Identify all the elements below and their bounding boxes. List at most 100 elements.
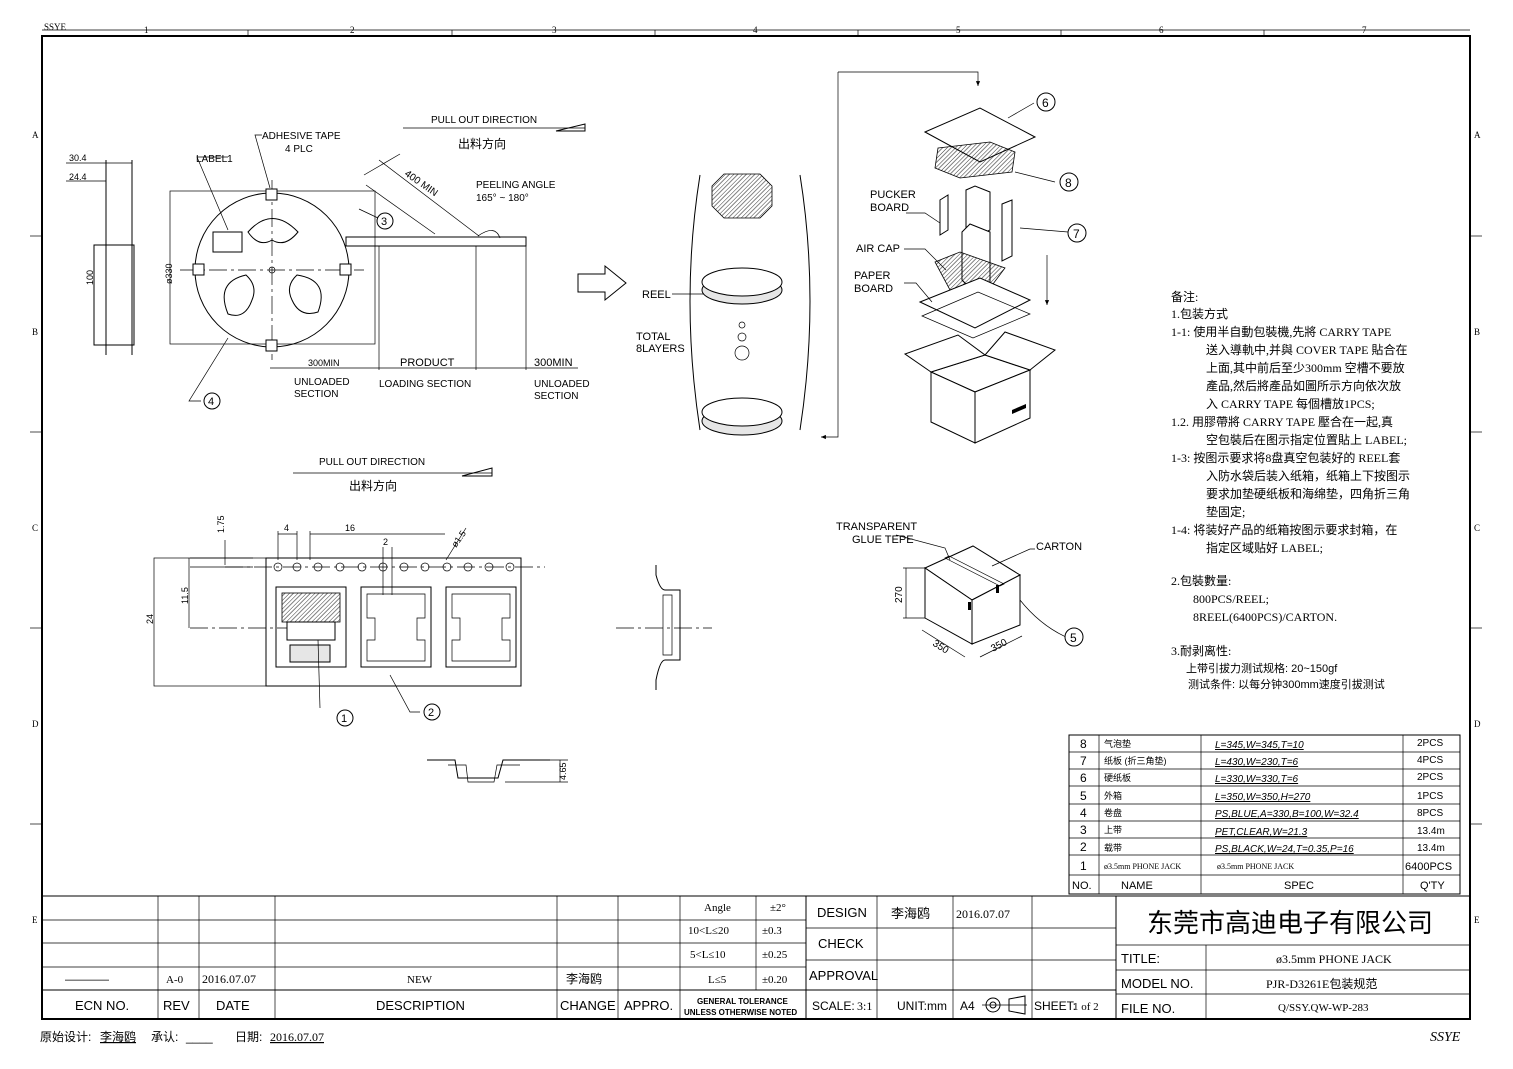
bom-qty: 6400PCS (1405, 861, 1452, 873)
bom-row-3: 3 上带 PET,CLEAR,W=21.3 13.4m (1080, 823, 1445, 838)
note-1-3-c: 要求加垫硬纸板和海绵垫，四角折三角 (1206, 486, 1410, 501)
notes-pack-title: 1.包装方式 (1171, 306, 1228, 321)
header-rev: REV (163, 998, 190, 1013)
carton-exploded-view (821, 71, 1069, 444)
note-1-1-c: 上面,其中前后至少300mm 空槽不要放 (1206, 360, 1405, 375)
file-value: Q/SSY.QW-WP-283 (1278, 1002, 1369, 1014)
general-tolerance-1: GENERAL TOLERANCE (697, 997, 788, 1006)
balloon-3: 3 (376, 212, 394, 230)
bom-name: 上带 (1104, 825, 1122, 835)
bom-table (1068, 734, 1461, 895)
section-unloaded-left-2: SECTION (294, 389, 338, 400)
sheet-label: SHEET: (1034, 999, 1076, 1013)
peeling-angle-range: 165° ~ 180° (476, 193, 529, 204)
adhesive-tape-label: ADHESIVE TAPE (262, 131, 341, 142)
general-tolerance-2: UNLESS OTHERWISE NOTED (684, 1008, 797, 1017)
zone-marker-4: 4 (753, 25, 758, 35)
zone-marker-d-left: D (32, 719, 39, 729)
bom-qty: 13.4m (1417, 826, 1445, 837)
dim-30-4: 30.4 (69, 153, 87, 163)
tape-side-profile (655, 565, 681, 690)
tape-pocket-1 (275, 586, 347, 668)
balloon-4-text: 4 (208, 396, 214, 408)
note-1-2-a: 1.2. 用膠帶將 CARRY TAPE 壓合在一起,真 (1171, 414, 1393, 429)
note-1-3-b: 入防水袋后装入纸箱，纸箱上下按图示 (1206, 468, 1410, 483)
bom-row-7: 7 纸板 (折三角垫) L=430,W=230,T=6 4PCS (1080, 754, 1443, 768)
section-product: PRODUCT (400, 357, 455, 369)
title-label: TITLE: (1121, 951, 1160, 966)
note-1-4-a: 1-4: 将装好产品的纸箱按图示要求封箱，在 (1171, 522, 1397, 537)
scale-row: SCALE: 3:1 UNIT:mm A4 SHEET: 1 of 2 (812, 995, 1099, 1015)
scale-value: 3:1 (857, 999, 872, 1013)
note-1-1-e: 入 CARRY TAPE 每個槽放1PCS; (1206, 396, 1375, 411)
note-1-1-b: 送入導軌中,并與 COVER TAPE 貼合在 (1206, 342, 1408, 357)
bom-qty: 13.4m (1417, 843, 1445, 854)
footer: 原始设计: 李海鸥 承认: ____ 日期: 2016.07.07 SSYE (40, 1029, 1461, 1045)
bom-name: 硬纸板 (1104, 772, 1131, 783)
bom-qty: 1PCS (1417, 791, 1443, 802)
bom-header-row: NO. NAME SPEC Q'TY (1072, 880, 1445, 892)
zone-marker-7: 7 (1362, 25, 1367, 35)
closed-carton-view (895, 534, 1067, 658)
note-1-3-d: 垫固定; (1206, 504, 1245, 519)
adhesive-qty-label: 4 PLC (285, 144, 313, 155)
footer-date-label: 日期: (235, 1030, 262, 1044)
design-name: 李海鸥 (891, 906, 930, 921)
tolerance-510-key: 5<L≤10 (690, 949, 726, 961)
carrier-tape-strip (265, 557, 522, 687)
pull-out-direction-bottom: PULL OUT DIRECTION (319, 457, 425, 468)
balloon-1-text: 1 (341, 713, 347, 725)
peeling-angle-label: PEELING ANGLE (476, 180, 556, 191)
notes-qty-title: 2.包裝數量: (1171, 574, 1231, 588)
bom-no: 2 (1080, 840, 1087, 854)
bom-no: 7 (1080, 754, 1087, 768)
bom-row-6: 6 硬纸板 L=330,W=330,T=6 2PCS (1080, 771, 1443, 785)
bubble-pad-top (711, 173, 773, 219)
bom-name: 纸板 (折三角垫) (1104, 755, 1167, 766)
dim-350-left: 350 (930, 638, 950, 656)
transparent-tape-label-1: TRANSPARENT (836, 521, 917, 533)
bom-name: 卷盘 (1104, 807, 1122, 818)
bom-spec: L=330,W=330,T=6 (1215, 774, 1299, 785)
header-ecn: ECN NO. (75, 998, 129, 1013)
layers-label: 8LAYERS (636, 343, 685, 355)
zone-marker-b-left: B (32, 327, 38, 337)
paper-board (918, 277, 1032, 329)
note-1-3-a: 1-3: 按图示要求将8盘真空包装好的 REEL套 (1171, 450, 1400, 465)
balloon-7-text: 7 (1073, 227, 1080, 241)
bom-spec: L=350,W=350,H=270 (1215, 792, 1311, 803)
paper-board-label-2: BOARD (854, 283, 893, 295)
footer-approve-label: 承认: (151, 1030, 178, 1044)
balloon-2: 2 (423, 703, 441, 721)
zone-marker-3: 3 (552, 25, 557, 35)
bom-spec: L=430,W=230,T=6 (1215, 757, 1299, 768)
balloon-3-text: 3 (381, 216, 387, 228)
dim-4-65: 4.65 (558, 762, 568, 780)
sheet-frame (30, 29, 1482, 1020)
revision-rev: A-0 (166, 974, 184, 986)
notes-peel-title: 3.耐剥离性: (1171, 643, 1231, 658)
company-name: 东莞市高迪电子有限公司 (1147, 909, 1433, 938)
check-label: CHECK (818, 936, 864, 951)
tolerance-angle-value: ±2° (770, 902, 786, 914)
bom-spec: ø3.5mm PHONE JACK (1217, 862, 1294, 871)
section-loading: LOADING SECTION (379, 379, 471, 390)
note-1-2-b: 空包裝后在图示指定位置貼上 LABEL; (1206, 432, 1407, 447)
tolerance-table: Angle ±2° 10<L≤20 ±0.3 5<L≤10 ±0.25 L≤5 … (684, 902, 797, 1017)
design-date: 2016.07.07 (956, 907, 1010, 921)
bom-qty: 8PCS (1417, 808, 1443, 819)
zone-marker-b-right: B (1474, 327, 1480, 337)
header-change: CHANGE (560, 998, 616, 1013)
zone-marker-a-right: A (1474, 130, 1481, 140)
bom-row-4: 4 卷盘 PS,BLUE,A=330,B=100,W=32.4 8PCS (1080, 806, 1443, 820)
bom-qty: 4PCS (1417, 755, 1443, 766)
section-unloaded-left-1: UNLOADED (294, 377, 350, 388)
balloon-8: 8 (1059, 172, 1079, 192)
bom-header-name: NAME (1121, 880, 1153, 892)
air-cap-label: AIR CAP (856, 243, 900, 255)
balloon-2-text: 2 (428, 707, 434, 719)
tape-pocket-3 (445, 586, 517, 668)
pull-out-direction-top-cn: 出料方向 (458, 136, 506, 151)
bom-row-1: 1 ø3.5mm PHONE JACK ø3.5mm PHONE JACK 64… (1080, 859, 1452, 873)
company-block: 东莞市高迪电子有限公司 TITLE: ø3.5mm PHONE JACK MOD… (1121, 909, 1433, 1016)
